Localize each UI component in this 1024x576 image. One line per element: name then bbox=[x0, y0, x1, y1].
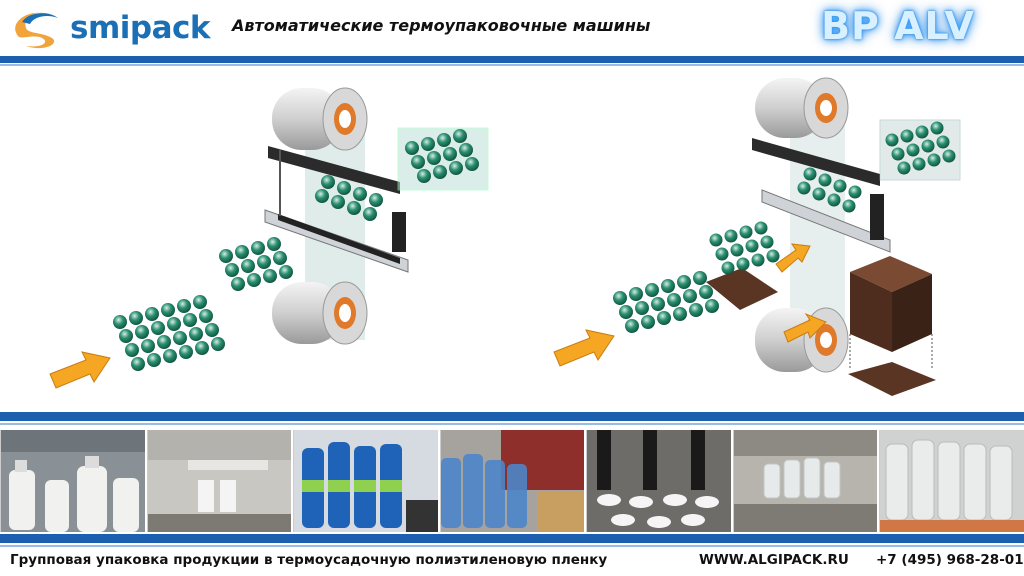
photo-wrapped-clear-bottles bbox=[879, 430, 1024, 532]
cardboard-tray-icon bbox=[848, 362, 936, 396]
diagram-process-with-tray bbox=[540, 70, 1020, 408]
footer: Групповая упаковка продукции в термоусад… bbox=[0, 548, 1024, 576]
can-pack-icon bbox=[797, 167, 862, 213]
bottom-thin-line bbox=[0, 545, 1024, 547]
film-roll-icon bbox=[755, 77, 849, 139]
bottom-stripe bbox=[0, 534, 1024, 543]
film-roll-icon bbox=[272, 87, 368, 151]
diagram-process-without-tray bbox=[40, 70, 510, 408]
sealing-frame bbox=[752, 138, 891, 253]
cardboard-tray-icon bbox=[706, 268, 778, 310]
photo-wrapped-bottle-packs bbox=[439, 430, 585, 532]
middle-stripe bbox=[0, 412, 1024, 421]
photo-machine-conveyor bbox=[146, 430, 292, 532]
photo-blue-water-bottles bbox=[293, 430, 438, 532]
arrow-icon bbox=[775, 243, 811, 273]
photo-bottle-caps-closeup bbox=[586, 430, 731, 532]
phone-number[interactable]: +7 (495) 968-28-01 bbox=[876, 552, 1024, 568]
can-pack-icon bbox=[709, 221, 780, 275]
cardboard-box-icon bbox=[848, 256, 936, 396]
can-pack-icon bbox=[613, 271, 719, 333]
sealing-frame bbox=[264, 146, 409, 273]
brand-name: smipack bbox=[70, 10, 210, 46]
arrow-icon bbox=[553, 329, 615, 367]
can-pack-icon bbox=[315, 175, 383, 221]
website-link[interactable]: WWW.ALGIPACK.RU bbox=[699, 552, 849, 568]
film-roll-icon bbox=[272, 281, 368, 345]
logo-swoosh-icon bbox=[15, 12, 58, 49]
wrapped-can-pack-icon bbox=[397, 127, 489, 191]
photo-strip bbox=[0, 430, 1024, 532]
film-roll-icon bbox=[755, 307, 849, 373]
photo-clear-bottles-on-conveyor bbox=[732, 430, 878, 532]
arrow-icon bbox=[783, 312, 827, 343]
footer-description: Групповая упаковка продукции в термоусад… bbox=[10, 552, 608, 568]
arrow-icon bbox=[49, 351, 111, 389]
top-stripe bbox=[0, 56, 1024, 63]
smipack-logo[interactable]: smipack bbox=[8, 6, 228, 50]
page-title: Автоматические термоупаковочные машины bbox=[232, 16, 651, 35]
can-pack-icon bbox=[219, 237, 293, 291]
middle-thin-line bbox=[0, 423, 1024, 425]
photo-white-bottles bbox=[0, 430, 145, 532]
header: smipack Автоматические термоупаковочные … bbox=[0, 0, 1024, 56]
can-pack-icon bbox=[113, 295, 225, 371]
model-badge: BP ALV bbox=[821, 4, 975, 48]
wrapped-can-pack-icon bbox=[879, 119, 961, 181]
top-thin-line bbox=[0, 64, 1024, 66]
